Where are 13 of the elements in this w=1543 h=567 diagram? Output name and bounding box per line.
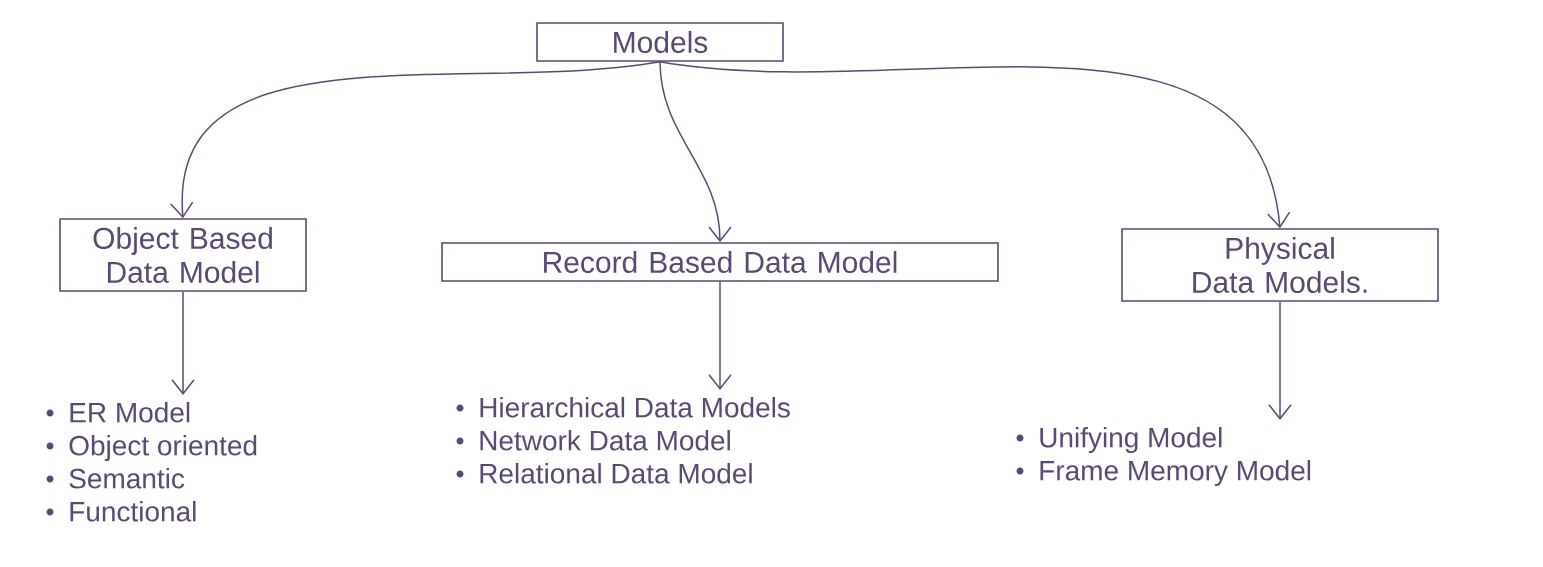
arrow (708, 281, 732, 390)
model-box: Record Based Data Model (441, 242, 999, 282)
model-box: Models (536, 22, 784, 62)
bullet-list: Hierarchical Data Models Network Data Model Relational Data Model (480, 397, 790, 484)
arrow (170, 61, 661, 219)
model-box: Physical Data Models. (1121, 228, 1439, 302)
arrow (1268, 301, 1292, 420)
bullet-list: Unifying Model Frame Memory Model (1040, 427, 1311, 487)
arrow (659, 61, 1291, 229)
arrow (171, 291, 195, 395)
bullet-list: ER Model Object oriented Semantic Functional (69, 402, 257, 522)
arrow (659, 61, 732, 243)
model-box: Object Based Data Model (59, 218, 307, 292)
